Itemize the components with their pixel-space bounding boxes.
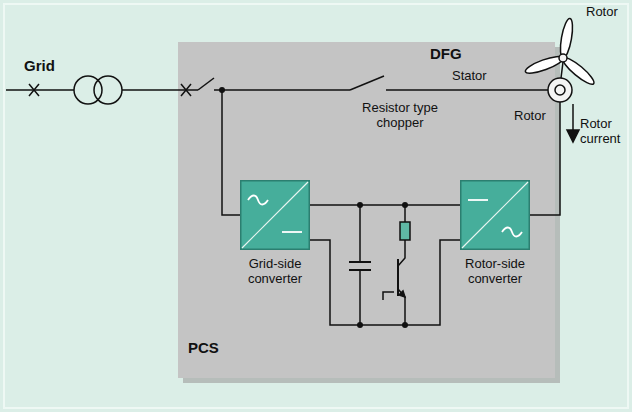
capacitor-lead — [359, 270, 361, 325]
part-label: Rotor current — [580, 116, 628, 146]
turbine-shaft — [561, 62, 563, 78]
stator-switch-symbol — [350, 76, 384, 90]
pcs-box: PCSGrid-side converterRotor-side convert… — [178, 42, 555, 378]
igbt-gate — [383, 292, 394, 300]
igbt-arrow — [399, 291, 405, 297]
part-label: DFG — [430, 46, 490, 61]
stator-wire — [386, 89, 548, 91]
part-label: Resistor type chopper — [352, 100, 448, 130]
converter-symbol — [240, 180, 310, 250]
transformer-winding — [94, 76, 122, 104]
junction-dot — [219, 87, 225, 93]
generator-rotor-symbol — [555, 85, 565, 95]
converter-name: Rotor-side converter — [440, 256, 550, 286]
converter-box: Rotor-side converter — [460, 180, 530, 250]
part-label: Stator — [452, 68, 512, 83]
igbt-emitter — [398, 289, 405, 325]
part-label: Rotor — [586, 4, 628, 19]
dc-link-bus — [310, 204, 460, 206]
igbt-collector — [398, 240, 405, 266]
capacitor-lead — [359, 205, 361, 262]
turbine-rotor — [524, 18, 597, 88]
generator-symbol — [548, 78, 572, 102]
pcs-housing — [178, 42, 555, 378]
grid-wire — [6, 89, 74, 91]
background-panel — [4, 4, 628, 408]
capacitor-plate — [349, 261, 371, 263]
converter-symbol — [460, 180, 530, 250]
part-label: Rotor — [514, 108, 556, 123]
switch-symbol — [198, 78, 214, 90]
current-arrowhead — [567, 130, 579, 142]
grid-feed-wire — [222, 90, 240, 215]
dc-link-bus — [310, 240, 460, 325]
breaker-symbol — [29, 84, 39, 96]
resistor-symbol — [400, 222, 410, 240]
current-arrow — [572, 104, 574, 132]
stator-wire — [214, 89, 350, 91]
converter-box: Grid-side converter — [240, 180, 310, 250]
breaker-symbol — [181, 84, 191, 96]
system-name: PCS — [188, 340, 268, 355]
converter-name: Grid-side converter — [220, 256, 330, 286]
part-label: Grid — [24, 58, 84, 73]
